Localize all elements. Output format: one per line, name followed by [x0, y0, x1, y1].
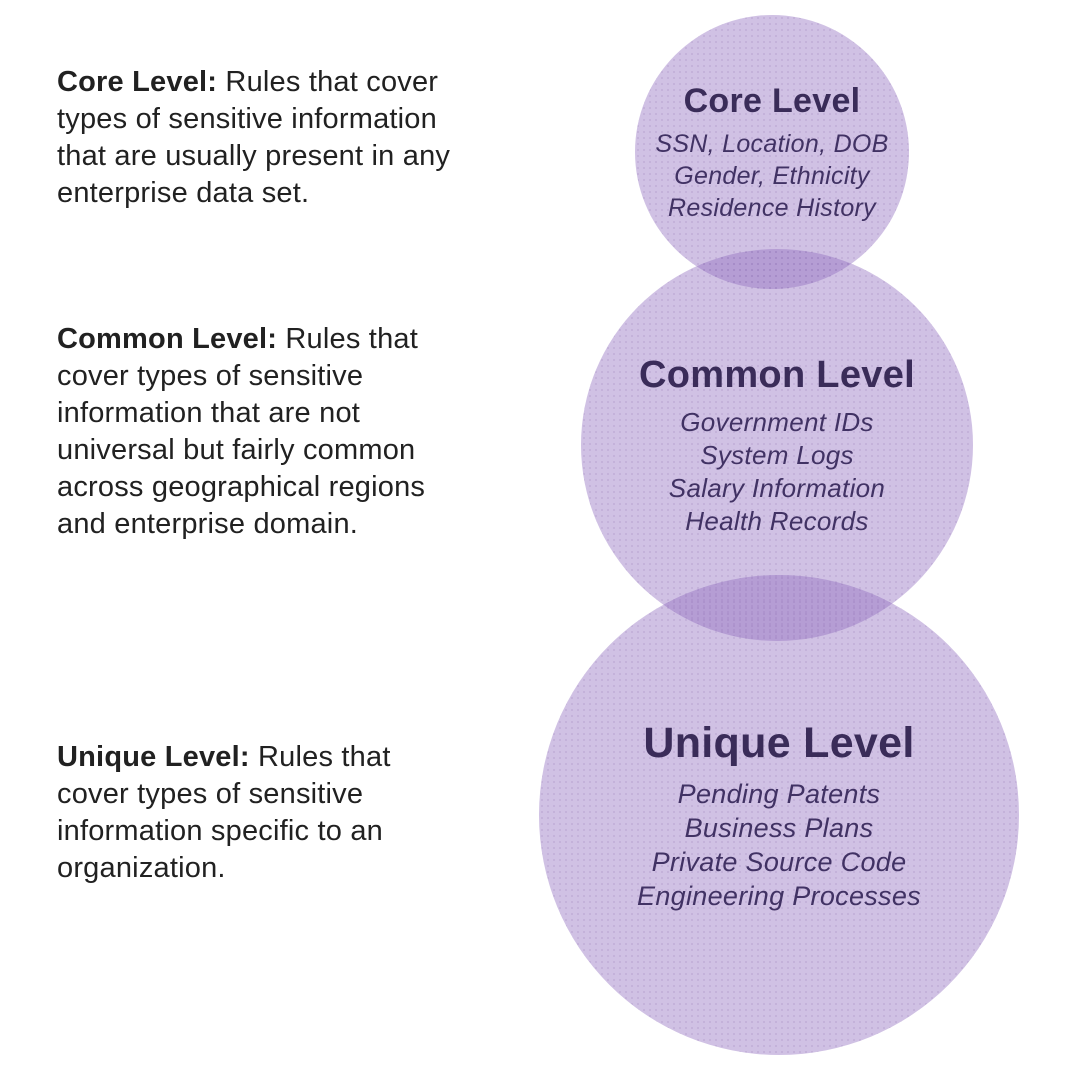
- common-level-item: Salary Information: [668, 473, 886, 503]
- core-level-circle: Core Level SSN, Location, DOB Gender, Et…: [635, 15, 909, 289]
- unique-level-item: Pending Patents: [677, 779, 881, 809]
- unique-level-content: Unique Level Pending Patents Business Pl…: [637, 717, 921, 913]
- core-level-content: Core Level SSN, Location, DOB Gender, Et…: [655, 81, 888, 224]
- core-level-item: SSN, Location, DOB: [655, 129, 889, 158]
- description-common-level: Common Level: Rules that cover types of …: [57, 321, 469, 543]
- common-level-circle: Common Level Government IDs System Logs …: [581, 249, 973, 641]
- core-level-item: Gender, Ethnicity: [674, 161, 870, 190]
- common-level-item: Health Records: [685, 506, 869, 536]
- unique-level-circle: Unique Level Pending Patents Business Pl…: [539, 575, 1019, 1055]
- unique-level-item: Business Plans: [684, 813, 874, 843]
- description-unique-level: Unique Level: Rules that cover types of …: [57, 739, 469, 887]
- description-unique-label: Unique Level:: [57, 741, 250, 773]
- description-core-text: Rules that cover types of sensitive info…: [57, 66, 451, 209]
- unique-level-title: Unique Level: [643, 719, 915, 767]
- common-level-content: Common Level Government IDs System Logs …: [639, 352, 915, 538]
- description-unique-text: Rules that cover types of sensitive info…: [57, 741, 391, 884]
- description-common-text: Rules that cover types of sensitive info…: [57, 323, 426, 540]
- common-level-item: Government IDs: [680, 407, 874, 437]
- unique-level-item: Engineering Processes: [637, 881, 921, 911]
- common-level-item: System Logs: [700, 440, 854, 470]
- description-common-label: Common Level:: [57, 323, 278, 355]
- unique-level-item: Private Source Code: [651, 847, 907, 877]
- description-core-label: Core Level:: [57, 66, 218, 98]
- common-level-title: Common Level: [639, 354, 915, 396]
- core-level-item: Residence History: [668, 193, 876, 222]
- core-level-title: Core Level: [683, 81, 861, 120]
- description-core-level: Core Level: Rules that cover types of se…: [57, 64, 469, 212]
